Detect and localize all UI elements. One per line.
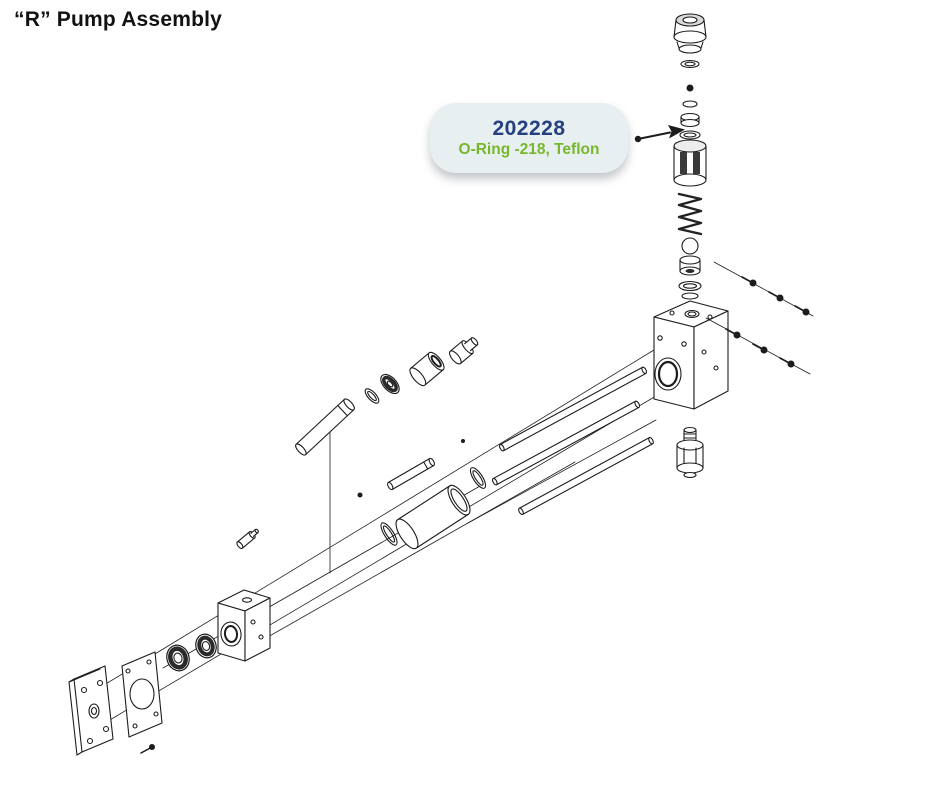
- tiny-pin: [461, 439, 465, 443]
- discharge-fitting: [676, 426, 704, 479]
- small-rod: [387, 457, 435, 491]
- packing-o-ring: [364, 388, 380, 404]
- gasket-plate: [121, 651, 163, 738]
- sleeve-o-ring: [380, 522, 398, 546]
- tie-rod: [491, 400, 641, 486]
- cylinder-sleeve: [395, 484, 471, 550]
- small-bolt: [140, 744, 155, 754]
- inlet-block: [217, 589, 271, 662]
- tiny-pin: [357, 492, 363, 498]
- end-cover-plate: [68, 665, 114, 756]
- valve-stack: [673, 13, 707, 300]
- plunger: [295, 398, 355, 456]
- oring-218-teflon: [679, 130, 701, 140]
- part-callout: 202228 O-Ring -218, Teflon: [430, 103, 628, 173]
- part-description: O-Ring -218, Teflon: [458, 140, 600, 158]
- sleeve-o-ring: [469, 467, 487, 489]
- tie-rod: [498, 366, 648, 452]
- cap-fitting: [448, 337, 479, 365]
- callout-arrow: [634, 125, 685, 143]
- tie-rod: [518, 436, 654, 516]
- mounting-bolts: [705, 261, 814, 375]
- seal-ring: [380, 373, 400, 395]
- manifold-block: [653, 300, 729, 410]
- packing-gland: [409, 351, 445, 387]
- grease-fitting: [236, 528, 259, 550]
- bearing-rings: [166, 633, 217, 672]
- part-number: 202228: [492, 116, 566, 140]
- page-title: “R” Pump Assembly: [14, 8, 223, 31]
